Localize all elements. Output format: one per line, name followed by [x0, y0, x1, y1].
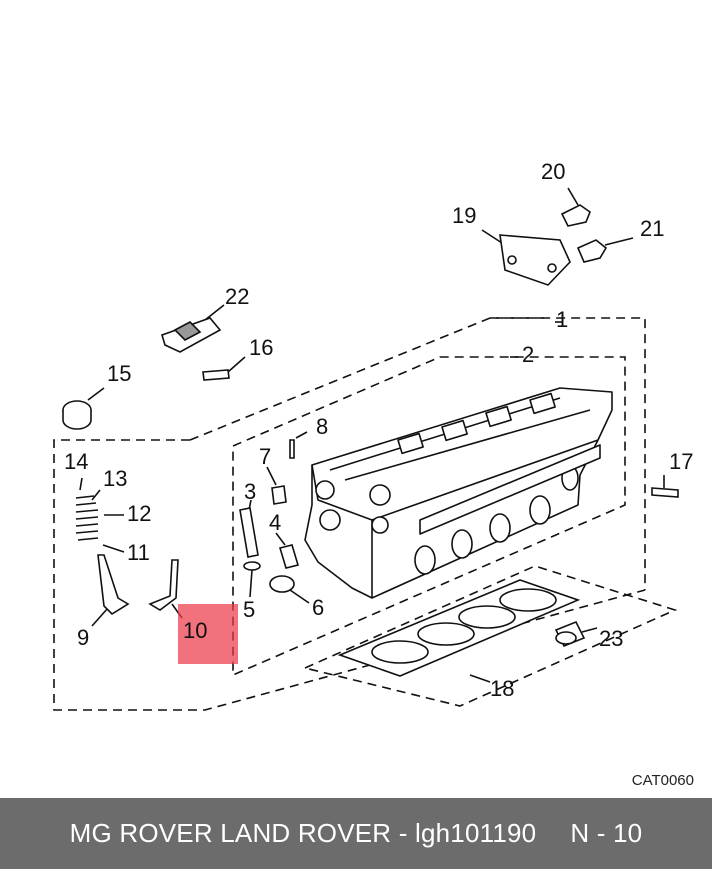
callout-18[interactable]: 18: [490, 676, 515, 701]
footer-reference: N - 10: [570, 818, 643, 848]
small-parts: [239, 439, 300, 593]
callout-2[interactable]: 2: [522, 342, 535, 367]
valves: [97, 554, 179, 616]
callout-13[interactable]: 13: [103, 466, 128, 491]
callout-1[interactable]: 1: [556, 307, 569, 332]
callout-10-highlight: [178, 604, 238, 664]
footer-bar: MG ROVER LAND ROVER - lgh101190 N - 10: [0, 798, 712, 869]
group-18-outline: [304, 565, 678, 707]
bracket-19: [499, 234, 571, 286]
gasket-18: [337, 579, 581, 677]
callout-9[interactable]: 9: [77, 625, 90, 650]
callout-8[interactable]: 8: [316, 414, 329, 439]
valve-spring-assembly: [75, 495, 99, 541]
stud-16: [202, 369, 230, 381]
footer-brands: MG ROVER LAND ROVER - lgh101190: [69, 818, 537, 848]
callout-17[interactable]: 17: [669, 449, 694, 474]
callout-6[interactable]: 6: [312, 595, 325, 620]
exploded-view-drawing: [53, 187, 679, 711]
callout-7[interactable]: 7: [259, 444, 272, 469]
plug-15: [62, 400, 92, 430]
callout-23[interactable]: 23: [599, 626, 624, 651]
parts-diagram: 1 2 3 4 5 6 7 8 9 10 11 12 13 14 15 16 1…: [53, 159, 694, 789]
callout-21[interactable]: 21: [640, 216, 665, 241]
callout-19[interactable]: 19: [452, 203, 477, 228]
outer-bracket: [53, 439, 646, 711]
callout-5[interactable]: 5: [243, 597, 256, 622]
callout-14[interactable]: 14: [64, 449, 89, 474]
callout-3[interactable]: 3: [244, 479, 257, 504]
callout-11[interactable]: 11: [127, 540, 150, 565]
cylinder-head: [304, 387, 613, 599]
callout-20[interactable]: 20: [541, 159, 566, 184]
callout-15[interactable]: 15: [107, 361, 132, 386]
callout-16[interactable]: 16: [249, 335, 274, 360]
catalog-code: CAT0060: [631, 772, 694, 789]
callout-10[interactable]: 10: [183, 618, 208, 643]
cover-22: [161, 317, 222, 353]
dowel-23: [554, 620, 586, 648]
callout-4[interactable]: 4: [269, 510, 282, 535]
bolts-20-21: [560, 204, 608, 263]
callout-22[interactable]: 22: [225, 284, 250, 309]
stud-17: [651, 487, 679, 498]
callout-12[interactable]: 12: [127, 501, 152, 526]
